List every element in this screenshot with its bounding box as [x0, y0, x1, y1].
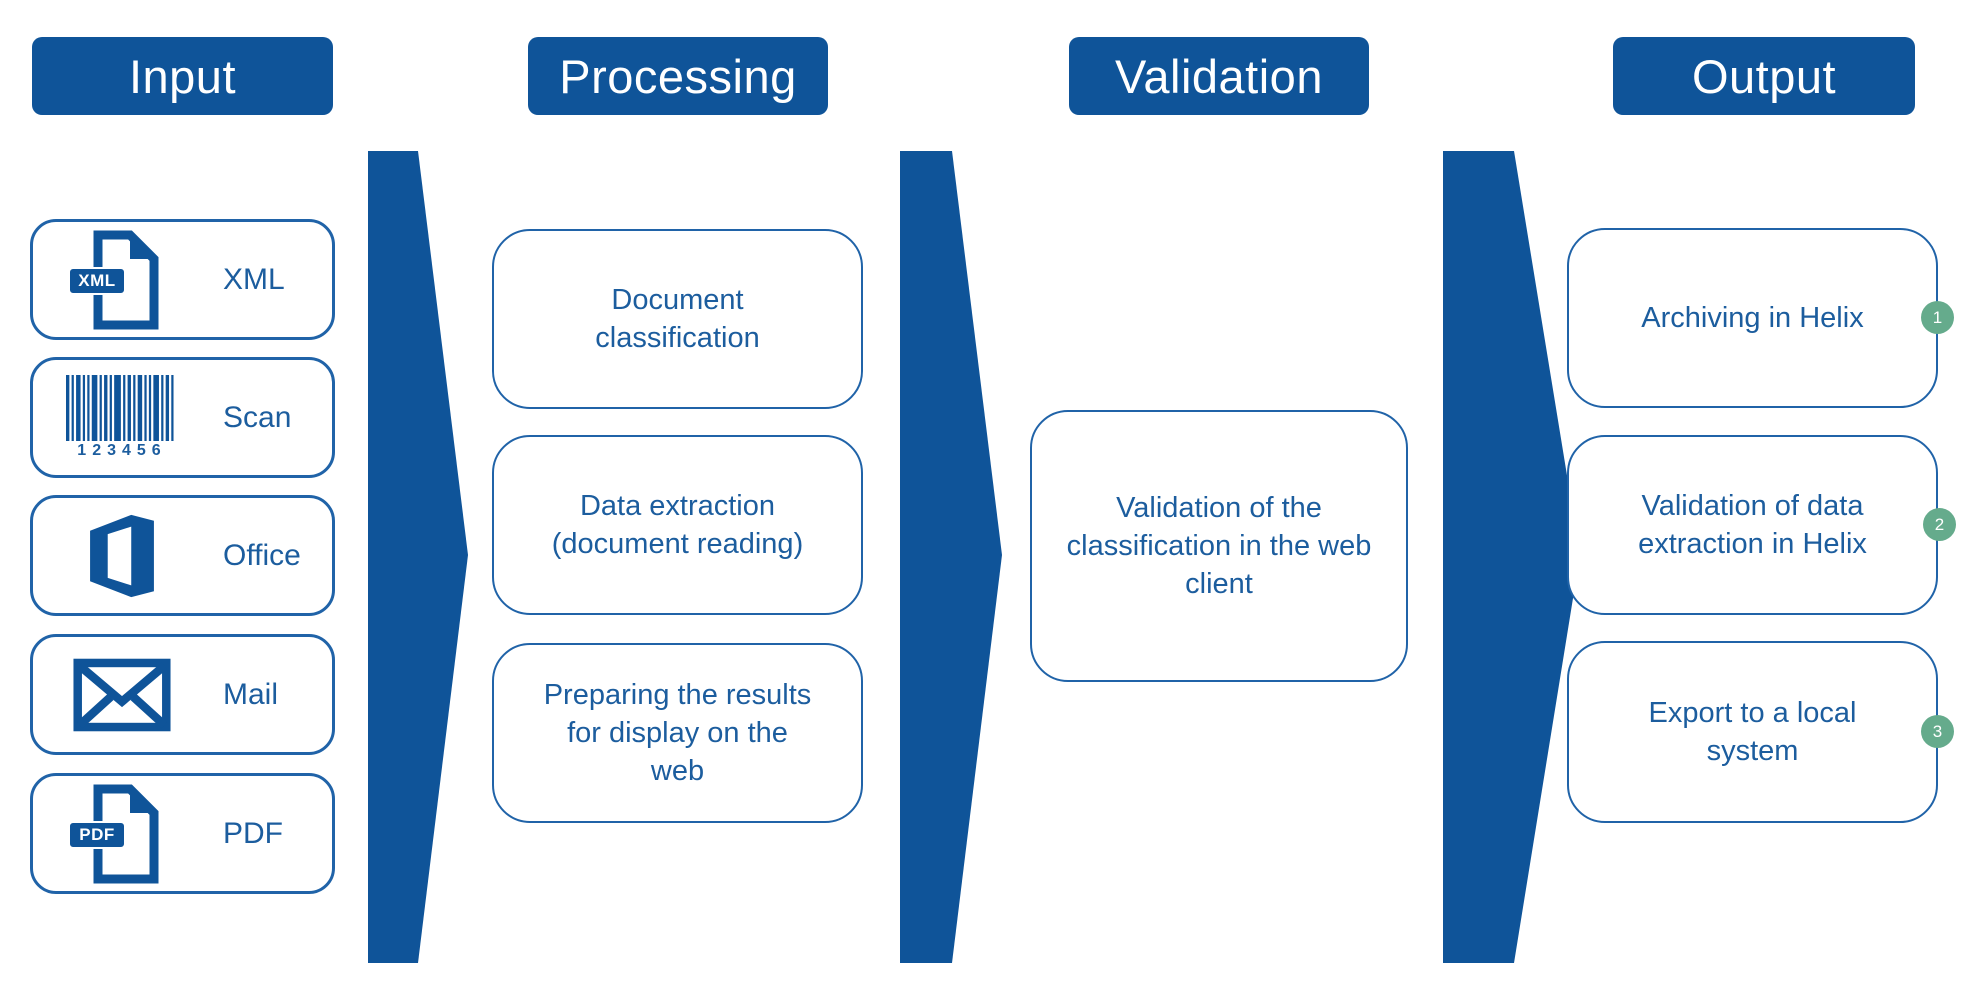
step-badge-3: 3 — [1921, 715, 1954, 748]
mail-icon — [63, 658, 181, 732]
input-item-label: Office — [223, 538, 301, 572]
input-item-xml: XML XML — [30, 219, 335, 340]
xml-file-icon: XML — [63, 230, 181, 330]
flow-arrow-validation-to-output — [1443, 151, 1580, 963]
processing-box-document-classification: Document classification — [492, 229, 863, 409]
input-item-pdf: PDF PDF — [30, 773, 335, 894]
output-box-archiving-helix: Archiving in Helix — [1567, 228, 1938, 408]
pdf-badge: PDF — [68, 820, 126, 849]
barcode-icon: 123456 — [63, 375, 181, 460]
box-label: Validation of data extraction in Helix — [1638, 489, 1867, 560]
input-item-scan: 123456 Scan — [30, 357, 335, 478]
flow-arrow-processing-to-validation — [900, 151, 1002, 963]
pdf-file-icon: PDF — [63, 784, 181, 884]
box-label: Archiving in Helix — [1641, 301, 1864, 334]
office-icon — [63, 508, 181, 604]
input-item-mail: Mail — [30, 634, 335, 755]
input-item-office: Office — [30, 495, 335, 616]
box-label: Data extraction (document reading) — [551, 489, 804, 560]
input-item-label: Mail — [223, 677, 279, 711]
xml-badge: XML — [68, 266, 126, 295]
header-output: Output — [1613, 37, 1915, 115]
flow-arrow-input-to-processing — [368, 151, 468, 963]
header-input: Input — [32, 37, 333, 115]
header-validation-label: Validation — [1115, 49, 1323, 103]
step-badge-1: 1 — [1921, 301, 1954, 334]
output-box-export-local-system: Export to a local system — [1567, 641, 1938, 823]
header-processing-label: Processing — [559, 49, 797, 103]
barcode-digits: 123456 — [77, 442, 167, 459]
input-item-label: XML — [223, 262, 285, 296]
box-label: Document classification — [595, 283, 760, 354]
box-label: Export to a local system — [1648, 696, 1857, 767]
processing-box-preparing-results: Preparing the results for display on the… — [492, 643, 863, 823]
header-input-label: Input — [128, 49, 237, 103]
output-box-validation-extraction-helix: Validation of data extraction in Helix — [1567, 435, 1938, 615]
input-item-label: PDF — [223, 816, 283, 850]
header-validation: Validation — [1069, 37, 1369, 115]
input-item-label: Scan — [223, 400, 292, 434]
header-processing: Processing — [528, 37, 828, 115]
header-output-label: Output — [1691, 49, 1837, 103]
box-label: Preparing the results for display on the… — [543, 678, 812, 788]
validation-box-web-client: Validation of the classification in the … — [1030, 410, 1408, 682]
processing-box-data-extraction: Data extraction (document reading) — [492, 435, 863, 615]
step-badge-2: 2 — [1923, 508, 1956, 541]
box-label: Validation of the classification in the … — [1066, 491, 1372, 601]
